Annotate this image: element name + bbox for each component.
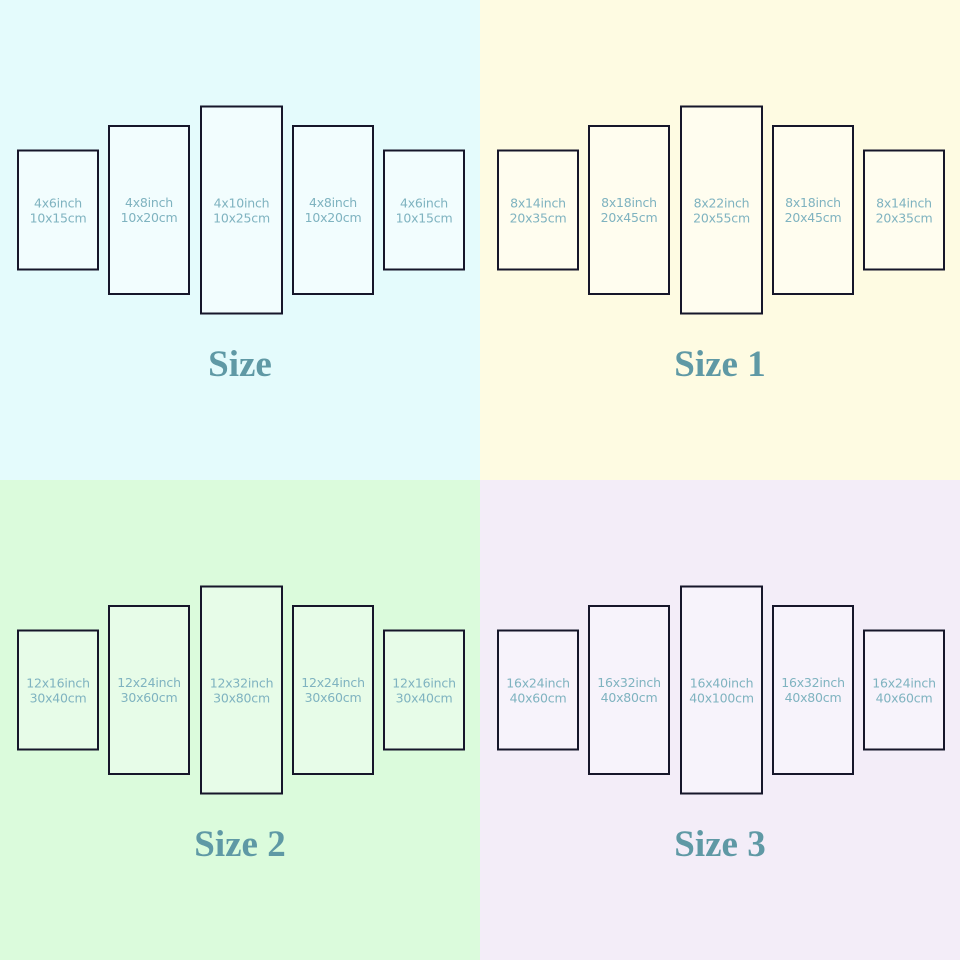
panel-label-cm: 20x55cm xyxy=(693,210,750,225)
quadrant-title-size-2: Size 2 xyxy=(194,824,286,865)
quadrant-size: 4x6inch 10x15cm 4x8inch 10x20cm 4x10inch… xyxy=(0,0,480,480)
panel-1[interactable]: 8x14inch 20x35cm xyxy=(497,149,579,271)
panel-5[interactable]: 16x24inch 40x60cm xyxy=(863,629,945,751)
panel-label-cm: 40x80cm xyxy=(600,690,658,705)
panel-1[interactable]: 12x16inch 30x40cm xyxy=(17,629,99,751)
panel-label-inch: 16x32inch xyxy=(597,675,661,690)
panel-label: 16x40inch 40x100cm xyxy=(689,675,754,705)
panel-label: 4x6inch 10x15cm xyxy=(396,195,453,225)
panel-label: 12x24inch 30x60cm xyxy=(117,675,181,705)
panel-label: 8x18inch 20x45cm xyxy=(785,195,842,225)
panel-label-cm: 30x40cm xyxy=(395,690,453,705)
panel-2[interactable]: 8x18inch 20x45cm xyxy=(588,125,670,295)
panel-label-inch: 16x24inch xyxy=(506,675,570,690)
quadrant-title-size-1: Size 1 xyxy=(674,344,766,385)
quadrant-size-2: 12x16inch 30x40cm 12x24inch 30x60cm 12x3… xyxy=(0,480,480,960)
panel-2[interactable]: 16x32inch 40x80cm xyxy=(588,605,670,775)
panel-label: 4x8inch 10x20cm xyxy=(305,195,362,225)
quadrant-title-size: Size xyxy=(208,344,272,385)
panel-label-cm: 30x80cm xyxy=(213,690,270,705)
panel-1[interactable]: 4x6inch 10x15cm xyxy=(17,149,99,271)
panel-4[interactable]: 12x24inch 30x60cm xyxy=(292,605,374,775)
panel-label-inch: 16x40inch xyxy=(689,675,754,690)
panel-label-cm: 30x60cm xyxy=(304,690,362,705)
panel-label-cm: 20x45cm xyxy=(600,210,658,225)
panel-3[interactable]: 4x10inch 10x25cm xyxy=(200,105,283,315)
panel-label: 4x6inch 10x15cm xyxy=(30,195,87,225)
panel-label-inch: 12x32inch xyxy=(209,675,274,690)
panel-row-size-3: 16x24inch 40x60cm 16x32inch 40x80cm 16x4… xyxy=(480,480,960,900)
panel-4[interactable]: 16x32inch 40x80cm xyxy=(772,605,854,775)
panel-label-inch: 12x16inch xyxy=(392,675,456,690)
panel-label-cm: 20x35cm xyxy=(509,210,567,225)
panel-label-cm: 40x100cm xyxy=(689,690,754,705)
panel-label-inch: 4x8inch xyxy=(124,195,174,210)
panel-label-cm: 40x60cm xyxy=(509,690,567,705)
panel-label-inch: 4x8inch xyxy=(308,195,358,210)
panel-label-inch: 16x24inch xyxy=(872,675,936,690)
panel-5[interactable]: 12x16inch 30x40cm xyxy=(383,629,465,751)
panel-label-inch: 8x22inch xyxy=(693,195,750,210)
panel-label: 8x14inch 20x35cm xyxy=(876,195,933,225)
panel-label-cm: 10x15cm xyxy=(395,210,453,225)
panel-label-cm: 20x45cm xyxy=(784,210,842,225)
panel-label-inch: 8x18inch xyxy=(785,195,841,210)
panel-label: 4x8inch 10x20cm xyxy=(121,195,178,225)
panel-label: 8x18inch 20x45cm xyxy=(601,195,658,225)
panel-label-inch: 8x14inch xyxy=(876,195,932,210)
panel-label: 12x24inch 30x60cm xyxy=(301,675,365,705)
panel-row-size-2: 12x16inch 30x40cm 12x24inch 30x60cm 12x3… xyxy=(0,480,480,900)
quadrant-title-size-3: Size 3 xyxy=(674,824,766,865)
panel-row-size: 4x6inch 10x15cm 4x8inch 10x20cm 4x10inch… xyxy=(0,0,480,420)
panel-label-inch: 8x18inch xyxy=(601,195,657,210)
panel-label-inch: 4x6inch xyxy=(33,195,83,210)
panel-label-cm: 30x40cm xyxy=(29,690,87,705)
panel-label-inch: 4x6inch xyxy=(399,195,449,210)
panel-label-inch: 4x10inch xyxy=(213,195,270,210)
panel-label: 12x16inch 30x40cm xyxy=(392,675,456,705)
panel-label-inch: 12x24inch xyxy=(301,675,365,690)
panel-label: 16x32inch 40x80cm xyxy=(781,675,845,705)
panel-label-inch: 8x14inch xyxy=(510,195,566,210)
panel-label: 12x32inch 30x80cm xyxy=(210,675,274,705)
panel-label: 16x24inch 40x60cm xyxy=(506,675,570,705)
panel-3[interactable]: 12x32inch 30x80cm xyxy=(200,585,283,795)
panel-label: 4x10inch 10x25cm xyxy=(213,195,270,225)
panel-3[interactable]: 16x40inch 40x100cm xyxy=(680,585,763,795)
panel-4[interactable]: 8x18inch 20x45cm xyxy=(772,125,854,295)
panel-label: 16x32inch 40x80cm xyxy=(597,675,661,705)
panel-label-inch: 12x24inch xyxy=(117,675,181,690)
panel-label-cm: 30x60cm xyxy=(120,690,178,705)
quadrant-size-1: 8x14inch 20x35cm 8x18inch 20x45cm 8x22in… xyxy=(480,0,960,480)
panel-3[interactable]: 8x22inch 20x55cm xyxy=(680,105,763,315)
panel-label: 8x22inch 20x55cm xyxy=(693,195,750,225)
panel-2[interactable]: 12x24inch 30x60cm xyxy=(108,605,190,775)
panel-label-cm: 10x20cm xyxy=(120,210,178,225)
panel-label: 8x14inch 20x35cm xyxy=(510,195,567,225)
panel-label-inch: 12x16inch xyxy=(26,675,90,690)
quadrant-size-3: 16x24inch 40x60cm 16x32inch 40x80cm 16x4… xyxy=(480,480,960,960)
panel-label-cm: 10x15cm xyxy=(29,210,87,225)
panel-5[interactable]: 8x14inch 20x35cm xyxy=(863,149,945,271)
panel-label: 12x16inch 30x40cm xyxy=(26,675,90,705)
panel-label: 16x24inch 40x60cm xyxy=(872,675,936,705)
panel-label-cm: 40x80cm xyxy=(784,690,842,705)
panel-2[interactable]: 4x8inch 10x20cm xyxy=(108,125,190,295)
panel-label-cm: 20x35cm xyxy=(875,210,933,225)
panel-label-inch: 16x32inch xyxy=(781,675,845,690)
panel-5[interactable]: 4x6inch 10x15cm xyxy=(383,149,465,271)
panel-label-cm: 10x20cm xyxy=(304,210,362,225)
panel-label-cm: 40x60cm xyxy=(875,690,933,705)
panel-label-cm: 10x25cm xyxy=(213,210,270,225)
panel-1[interactable]: 16x24inch 40x60cm xyxy=(497,629,579,751)
panel-row-size-1: 8x14inch 20x35cm 8x18inch 20x45cm 8x22in… xyxy=(480,0,960,420)
panel-4[interactable]: 4x8inch 10x20cm xyxy=(292,125,374,295)
